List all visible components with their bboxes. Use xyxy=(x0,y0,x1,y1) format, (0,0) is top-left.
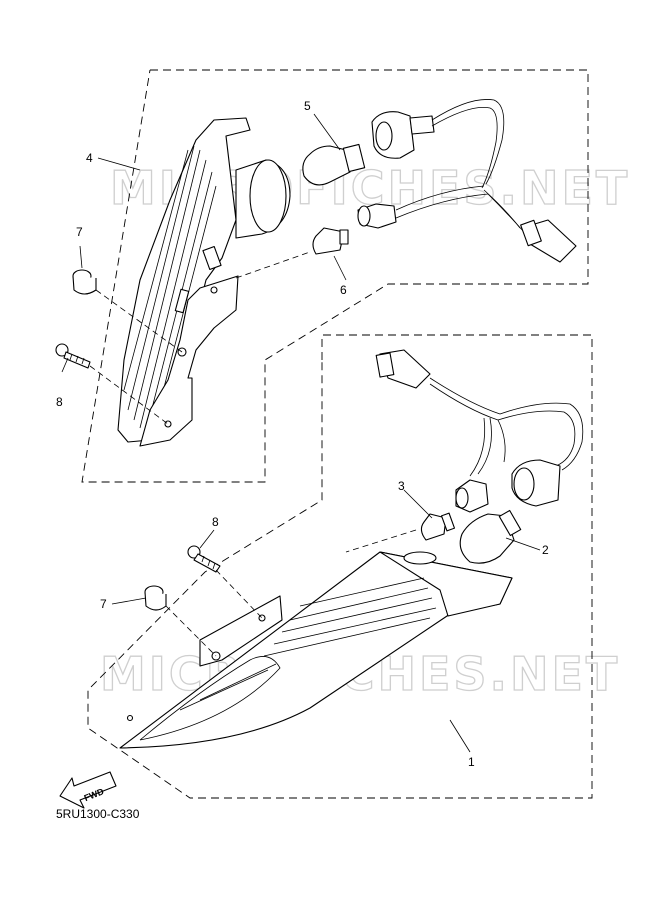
callout-1: 1 xyxy=(468,755,475,769)
front-flasher-housing-lower xyxy=(119,551,513,749)
callout-8-lower: 8 xyxy=(212,515,219,529)
callout-6: 6 xyxy=(340,283,347,297)
damper-7-lower xyxy=(144,585,167,611)
callout-3: 3 xyxy=(398,479,405,493)
bulb-2 xyxy=(459,509,522,564)
bulb-6 xyxy=(312,227,349,255)
fwd-arrow-icon: FWD xyxy=(59,771,117,809)
lower-assembly-boundary xyxy=(87,334,593,799)
diagram-code: 5RU1300-C330 xyxy=(56,807,140,821)
screw-8-upper xyxy=(55,343,91,369)
callout-8-upper: 8 xyxy=(56,395,63,409)
damper-7-upper xyxy=(72,269,97,295)
bulb-3 xyxy=(420,512,456,541)
callout-5: 5 xyxy=(304,99,311,113)
front-flasher-housing-upper xyxy=(117,117,291,447)
callout-7-upper: 7 xyxy=(76,225,83,239)
callout-7-lower: 7 xyxy=(100,597,107,611)
callout-2: 2 xyxy=(542,543,549,557)
callout-4: 4 xyxy=(86,151,93,165)
socket-harness-lower xyxy=(375,349,584,513)
upper-assembly-boundary xyxy=(81,69,589,483)
bulb-5 xyxy=(302,143,366,186)
socket-harness-upper xyxy=(357,99,577,263)
screw-8-lower xyxy=(187,545,221,573)
